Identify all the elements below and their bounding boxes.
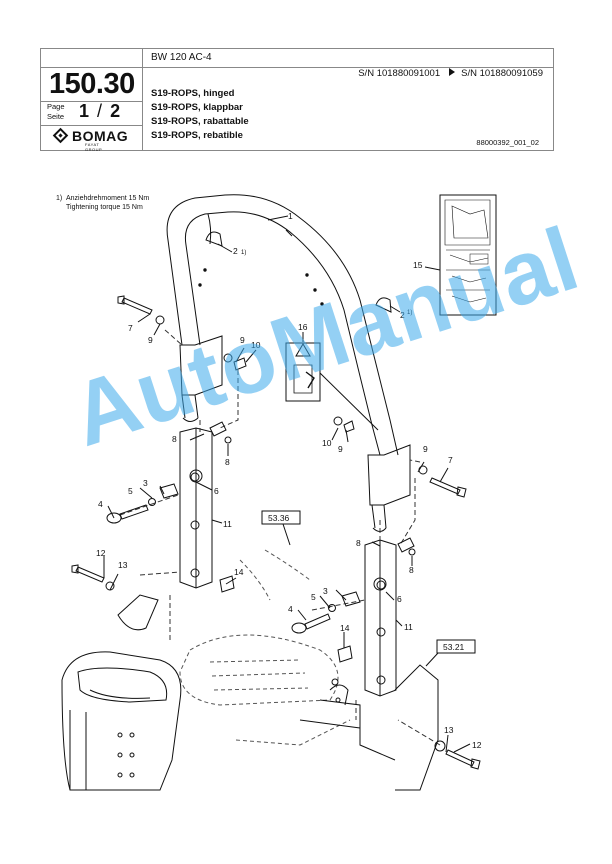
page-number: 1 / 2 [79,101,120,122]
page-label-en: Page [47,102,65,111]
serial-to: S/N 101880091059 [461,68,543,79]
rops-frame [166,194,399,456]
drawing-reference: 88000392_001_02 [476,138,539,147]
callout-13-right: 13 [444,725,454,735]
callout-9-left: 9 [148,335,153,345]
callout-8-right-a: 8 [356,538,361,548]
page-label-de: Seite [47,112,65,121]
callout-15: 15 [413,260,423,270]
callout-2-left: 2 [233,246,238,256]
title-es: S19-ROPS, rebatible [151,130,243,141]
callout-4-left: 4 [98,499,103,509]
doc-number: 150.30 [49,68,135,100]
callout-9-right: 9 [423,444,428,454]
callout-2-right: 2 [400,310,405,320]
title-en: S19-ROPS, hinged [151,88,235,99]
callout-12-right: 12 [472,740,482,750]
title-block-left: 150.30 Page Seite 1 / 2 BOMAG FAYAT GROU… [41,49,143,152]
right-upper-bracket [367,444,411,506]
ref-box-53-21 [436,639,476,654]
callout-10-upper: 10 [251,340,261,350]
bolt-7-right [429,477,461,495]
callout-5-left: 5 [128,486,133,496]
page-cell: Page Seite 1 / 2 [41,101,142,126]
operator-console [61,651,182,791]
callout-13-left: 13 [118,560,128,570]
serial-range: S/N 101880091001 S/N 101880091059 [358,68,543,79]
title-fr: S19-ROPS, rabattable [151,116,249,127]
footnote-marker: 1) [56,195,63,202]
callout-8-right-b: 8 [409,565,414,575]
page-total: 2 [110,101,121,121]
ref-53-36-label: 53.36 [268,513,290,523]
title-block: 150.30 Page Seite 1 / 2 BOMAG FAYAT GROU… [40,48,554,152]
callout-8-left-a: 8 [172,434,177,444]
ref-box-53-36 [261,510,301,525]
serial-from: S/N 101880091001 [358,68,441,79]
callout-12-left: 12 [96,548,106,558]
doc-number-cell: 150.30 [41,67,142,102]
model-row: BW 120 AC-4 [143,49,553,68]
title-de: S19-ROPS, klappbar [151,102,243,113]
brand-name: BOMAG [72,128,129,144]
footnote-line-de: Anziehdrehmoment 15 Nm [66,195,150,202]
part-titles: S19-ROPS, hinged S19-ROPS, klappbar S19-… [151,87,249,143]
callout-9-lower: 9 [338,444,343,454]
callout-2-right-note: 1) [407,310,412,316]
callout-4-right: 4 [288,604,293,614]
callout-9-upper: 9 [240,335,245,345]
callout-3-left: 3 [143,478,148,488]
callout-6-left: 6 [214,486,219,496]
callout-16: 16 [298,322,308,332]
page-current: 1 [79,101,90,121]
ref-53-21-label: 53.21 [443,642,465,652]
callout-1: 1 [288,211,293,221]
arrow-right-icon [449,68,456,76]
callout-6-right: 6 [397,594,402,604]
machine-frame [394,664,439,791]
footnote-line-en: Tightening torque 15 Nm [66,204,143,211]
callout-7-right: 7 [448,455,453,465]
callout-2-left-note: 1) [241,250,246,256]
callout-5-right: 5 [311,592,316,602]
callout-8-left-b: 8 [225,457,230,467]
callout-7-left: 7 [128,323,133,333]
logo-cell: BOMAG FAYAT GROUP [41,125,142,152]
callout-3-right: 3 [323,586,328,596]
callout-14-right: 14 [340,623,350,633]
callout-14-left: 14 [234,567,244,577]
inset-diagram [439,194,497,316]
model-name: BW 120 AC-4 [151,52,212,63]
brand-sub: FAYAT GROUP [85,142,103,152]
warning-decal [285,342,321,402]
callout-11-left: 11 [223,519,232,529]
page-separator: / [97,101,103,121]
bolt-7-left [121,297,153,315]
callout-10-lower: 10 [322,438,332,448]
callout-11-right: 11 [404,622,413,632]
